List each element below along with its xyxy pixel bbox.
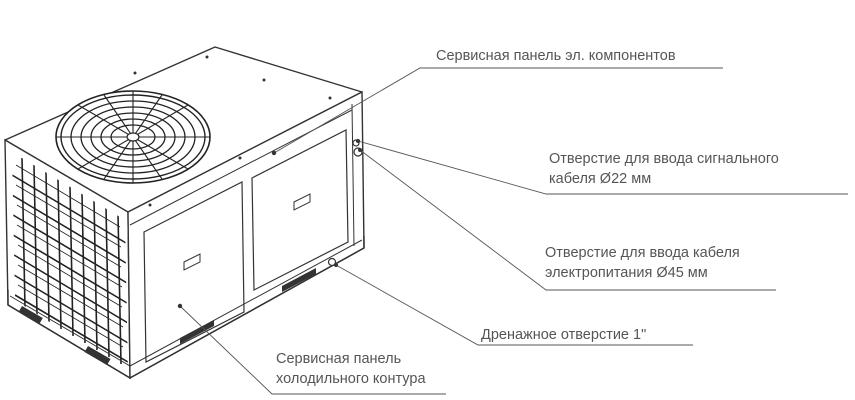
callout-power-cable-hole: Отверстие для ввода кабеля электропитани…: [545, 243, 740, 283]
callout-text-line-1: Отверстие для ввода кабеля: [545, 245, 740, 261]
leader-drain-hole: [335, 264, 693, 346]
callout-text-line-2: холодильного контура: [276, 371, 426, 387]
electrical-service-panel: [251, 129, 349, 291]
callout-text: Сервисная панель эл. компонентов: [436, 48, 676, 64]
callout-signal-cable-hole: Отверстие для ввода сигнального кабеля Ø…: [549, 149, 779, 189]
leader-signal-hole: [357, 140, 848, 195]
callout-text-line-1: Отверстие для ввода сигнального: [549, 151, 779, 167]
condenser-coil-grille: [12, 157, 128, 365]
leader-lines: [179, 67, 848, 395]
callout-drain-hole: Дренажное отверстие 1": [481, 325, 646, 345]
leader-power-hole: [359, 149, 776, 291]
callout-electrical-panel: Сервисная панель эл. компонентов: [436, 46, 676, 66]
drain-hole: [327, 257, 337, 267]
refrigerant-service-panel: [143, 181, 245, 363]
panel-handle: [282, 268, 316, 292]
callout-text-line-1: Сервисная панель: [276, 351, 402, 367]
panel-handle: [180, 320, 214, 344]
condenser-fan-grille: [55, 90, 211, 184]
leader-refrigerant-panel: [179, 305, 446, 395]
callout-refrigerant-panel: Сервисная панель холодильного контура: [276, 349, 426, 389]
callout-text-line-2: электропитания Ø45 мм: [545, 265, 708, 281]
callout-text: Дренажное отверстие 1": [481, 327, 647, 343]
callout-text-line-2: кабеля Ø22 мм: [549, 171, 652, 187]
leader-electrical-panel: [273, 67, 723, 154]
